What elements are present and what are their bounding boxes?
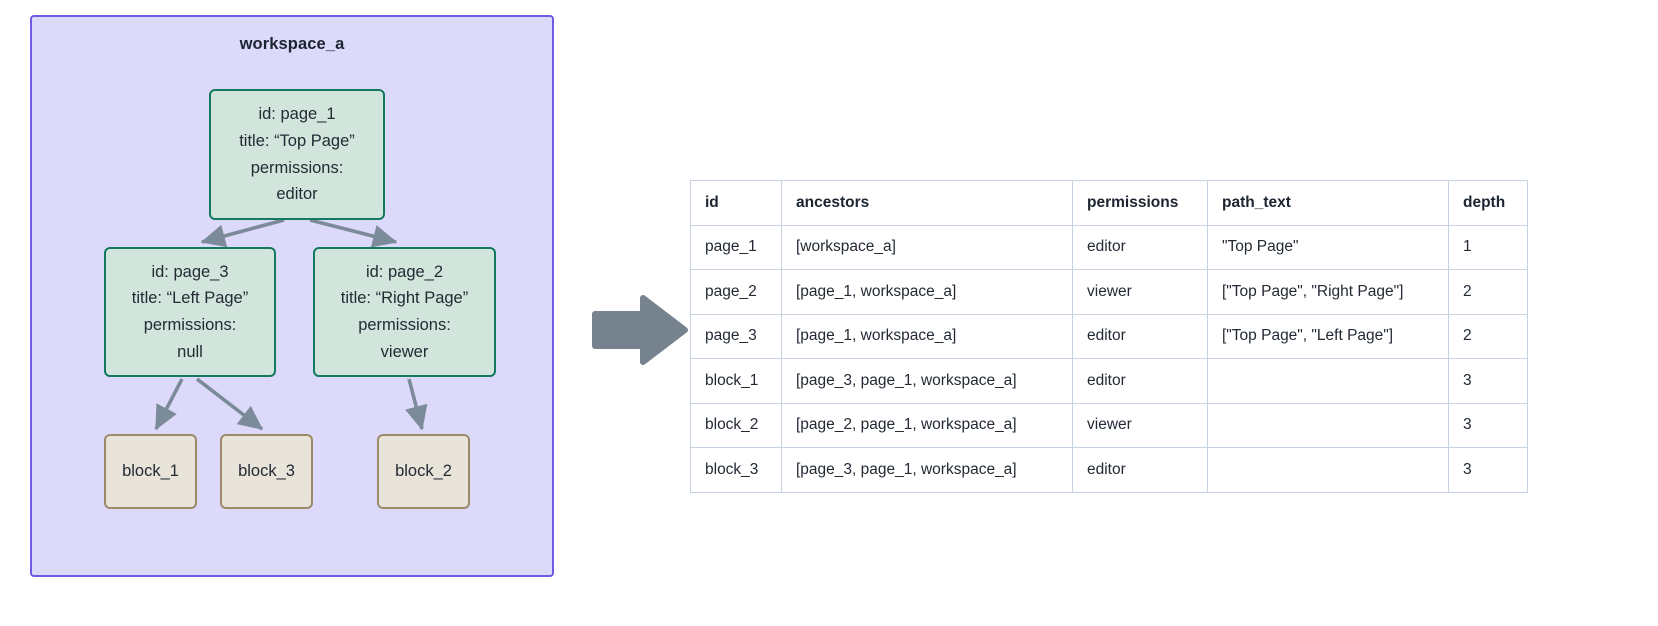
cell-path-text (1207, 358, 1449, 404)
cell-permissions: editor (1072, 224, 1208, 270)
cell-depth: 2 (1448, 269, 1528, 315)
edge-page_2-block_2 (405, 378, 428, 431)
cell-ancestors: [page_3, page_1, workspace_a] (781, 358, 1073, 404)
edge-page_1-page_3 (200, 218, 285, 248)
right-arrow-icon (592, 295, 688, 365)
node-page_3-line-2: title: “Left Page” (131, 289, 249, 308)
cell-path-text (1207, 402, 1449, 448)
column-header-permissions[interactable]: permissions (1072, 180, 1208, 226)
workspace-title: workspace_a (239, 35, 345, 53)
cell-path-text (1207, 447, 1449, 493)
column-header-path-text[interactable]: path_text (1207, 180, 1449, 226)
table-row[interactable]: page_3 [page_1, workspace_a] editor ["To… (690, 313, 1528, 359)
node-block_3[interactable]: block_3 (220, 434, 313, 509)
cell-id: page_3 (690, 313, 782, 359)
cell-depth: 1 (1448, 224, 1528, 270)
node-page_2-line-1: id: page_2 (365, 262, 444, 281)
cell-ancestors: [page_3, page_1, workspace_a] (781, 447, 1073, 493)
node-block_3-label: block_3 (238, 461, 295, 480)
node-page_2-line-4: viewer (380, 342, 429, 361)
cell-id: page_2 (690, 269, 782, 315)
table-row[interactable]: block_1 [page_3, page_1, workspace_a] ed… (690, 358, 1528, 404)
cell-permissions: viewer (1072, 402, 1208, 448)
cell-depth: 3 (1448, 358, 1528, 404)
cell-ancestors: [page_1, workspace_a] (781, 269, 1073, 315)
node-page_1-line-1: id: page_1 (258, 105, 336, 124)
node-block_2[interactable]: block_2 (377, 434, 470, 509)
cell-permissions: editor (1072, 358, 1208, 404)
cell-ancestors: [page_2, page_1, workspace_a] (781, 402, 1073, 448)
edge-page_1-page_2 (309, 218, 398, 248)
column-header-depth[interactable]: depth (1448, 180, 1528, 226)
table-row[interactable]: block_2 [page_2, page_1, workspace_a] vi… (690, 402, 1528, 448)
edge-page_3-block_3 (195, 377, 264, 431)
node-page_3[interactable]: id: page_3 title: “Left Page” permission… (104, 247, 276, 377)
result-table: id ancestors permissions path_text depth… (690, 180, 1528, 493)
column-header-id[interactable]: id (690, 180, 782, 226)
cell-depth: 2 (1448, 313, 1528, 359)
node-page_3-line-4: null (177, 342, 203, 361)
cell-id: page_1 (690, 224, 782, 270)
table-row[interactable]: page_2 [page_1, workspace_a] viewer ["To… (690, 269, 1528, 315)
cell-depth: 3 (1448, 447, 1528, 493)
node-block_1[interactable]: block_1 (104, 434, 197, 509)
cell-permissions: viewer (1072, 269, 1208, 315)
table-header-row: id ancestors permissions path_text depth (690, 180, 1528, 226)
node-page_1-line-3: permissions: (250, 158, 344, 177)
node-block_1-label: block_1 (122, 461, 179, 480)
node-block_2-label: block_2 (395, 461, 452, 480)
cell-ancestors: [workspace_a] (781, 224, 1073, 270)
node-page_3-line-1: id: page_3 (151, 262, 229, 281)
cell-path-text: ["Top Page", "Right Page"] (1207, 269, 1449, 315)
cell-id: block_2 (690, 402, 782, 448)
node-page_1-line-2: title: “Top Page” (239, 131, 355, 150)
table-row[interactable]: page_1 [workspace_a] editor "Top Page" 1 (690, 224, 1528, 270)
cell-path-text: "Top Page" (1207, 224, 1449, 270)
column-header-ancestors[interactable]: ancestors (781, 180, 1073, 226)
cell-ancestors: [page_1, workspace_a] (781, 313, 1073, 359)
cell-path-text: ["Top Page", "Left Page"] (1207, 313, 1449, 359)
cell-permissions: editor (1072, 447, 1208, 493)
cell-id: block_3 (690, 447, 782, 493)
node-page_3-line-3: permissions: (143, 316, 237, 334)
node-page_2-line-2: title: “Right Page” (340, 289, 469, 308)
cell-permissions: editor (1072, 313, 1208, 359)
node-page_1[interactable]: id: page_1 title: “Top Page” permissions… (209, 89, 385, 220)
node-page_1-line-4: editor (276, 185, 318, 204)
node-page_2-line-3: permissions: (358, 316, 451, 334)
cell-id: block_1 (690, 358, 782, 404)
edge-page_3-block_1 (154, 378, 184, 431)
workspace-container: workspace_a id: page_1 title: “Top Page”… (30, 15, 554, 577)
node-page_2[interactable]: id: page_2 title: “Right Page” permissio… (313, 247, 496, 377)
table-row[interactable]: block_3 [page_3, page_1, workspace_a] ed… (690, 447, 1528, 493)
cell-depth: 3 (1448, 402, 1528, 448)
